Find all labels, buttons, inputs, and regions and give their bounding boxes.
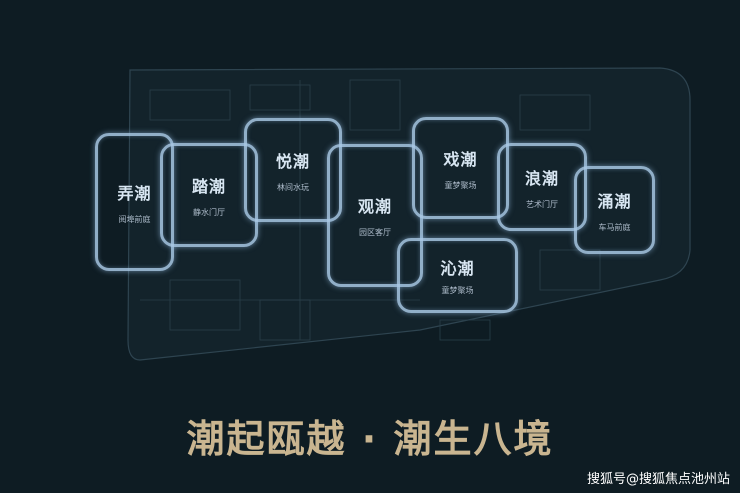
zone-name: 踏潮 — [191, 176, 226, 196]
zone-name: 浪潮 — [524, 168, 559, 188]
zone-subtitle: 艺术门厅 — [526, 199, 558, 209]
zone-subtitle: 林间水玩 — [277, 182, 309, 192]
zone-nongchao[interactable]: 弄潮阅埠前庭 — [95, 133, 174, 271]
zone-yuechao[interactable]: 悦潮林间水玩 — [244, 118, 342, 222]
watermark: 搜狐号@搜狐焦点池州站 — [586, 472, 730, 487]
zone-name: 悦潮 — [275, 151, 310, 171]
zone-name: 观潮 — [357, 197, 392, 216]
zone-subtitle: 车马前庭 — [598, 222, 631, 232]
zone-subtitle: 阅埠前庭 — [118, 214, 151, 224]
zone-subtitle: 静水门厅 — [193, 207, 225, 217]
zone-tachao[interactable]: 踏潮静水门厅 — [160, 143, 258, 247]
zone-qinchao[interactable]: 沁潮童梦聚场 — [397, 238, 518, 313]
zone-subtitle: 童梦聚场 — [441, 286, 474, 295]
zone-name: 涌潮 — [597, 191, 632, 211]
zone-name: 戏潮 — [443, 149, 478, 169]
zone-yongchao[interactable]: 涌潮车马前庭 — [574, 166, 655, 254]
zone-subtitle: 童梦聚场 — [444, 180, 477, 190]
zone-name: 弄潮 — [117, 183, 152, 203]
zone-xichao[interactable]: 戏潮童梦聚场 — [412, 117, 509, 219]
zone-langchao[interactable]: 浪潮艺术门厅 — [497, 143, 587, 231]
headline: 潮起瓯越 · 潮生八境 — [186, 417, 554, 461]
zone-name: 沁潮 — [440, 259, 475, 278]
zone-subtitle: 园区客厅 — [359, 228, 391, 237]
